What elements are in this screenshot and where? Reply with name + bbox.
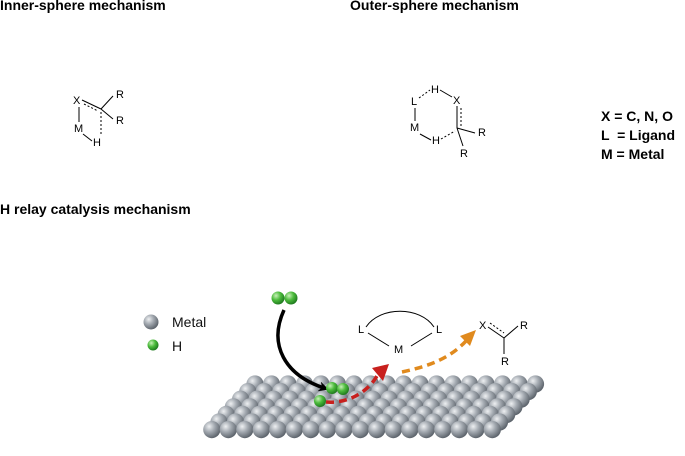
metal-legend-label: Metal [172,314,206,330]
h2-dissociation-arrow [276,309,329,392]
product-atom-r2: R [501,356,509,368]
metal-atom [302,421,320,439]
outer-sphere-structure: H X L M H R R [410,84,486,160]
definition-l: L = Ligand [601,127,676,143]
inner-sphere-heading: Inner-sphere mechanism [0,0,166,13]
metal-atom [417,421,435,439]
inner-sphere-structure: X R R M H [73,89,124,149]
inner-atom-x: X [73,95,81,107]
h-relay-arrow [325,364,389,404]
definition-x: X = C, N, O [601,108,673,124]
metal-atom [351,421,369,439]
metal-atom [285,421,303,439]
metal-atom [203,421,221,439]
inner-atom-r2: R [116,115,124,127]
metal-surface [203,375,545,439]
outer-atom-x: X [453,95,461,107]
outer-atom-l: L [411,96,417,108]
metal-atom [269,421,287,439]
outer-atom-h-top: H [431,84,439,96]
adsorbed-hydrogen [314,382,349,407]
product-atom-x: X [479,320,487,332]
complex-atom-l-left: L [358,324,364,336]
metal-atom [368,421,386,439]
inner-atom-r1: R [116,89,124,101]
outer-atom-m: M [410,122,419,134]
h2-molecule [271,291,298,305]
metal-atom [252,421,270,439]
metal-atom [450,421,468,439]
outer-atom-r2: R [460,148,468,160]
metal-atom [219,421,237,439]
hydrogenation-arrow [401,330,476,374]
outer-sphere-heading: Outer-sphere mechanism [350,0,519,13]
metal-atom [467,421,485,439]
definitions-block: X = C, N, O L = Ligand M = Metal [601,107,675,164]
metal-atom [401,421,419,439]
product-structure: X R R [479,320,528,368]
complex-atom-m: M [394,344,403,356]
outer-atom-h-bottom: H [432,135,440,147]
metal-complex: L L M [358,310,442,356]
metal-atom [236,421,254,439]
metal-atom [434,421,452,439]
metal-legend-icon [143,314,159,330]
h-legend-icon [147,339,159,351]
metal-atom [384,421,402,439]
h-relay-heading: H relay catalysis mechanism [0,201,191,217]
inner-atom-m: M [74,123,83,135]
inner-atom-h: H [93,137,101,149]
metal-atom [483,421,501,439]
legend: Metal H [143,314,206,354]
definition-m: M = Metal [601,146,665,162]
outer-atom-r1: R [478,127,486,139]
complex-atom-l-right: L [436,324,442,336]
h-legend-label: H [172,338,182,354]
metal-atom [335,421,353,439]
metal-atom [318,421,336,439]
product-atom-r1: R [520,320,528,332]
